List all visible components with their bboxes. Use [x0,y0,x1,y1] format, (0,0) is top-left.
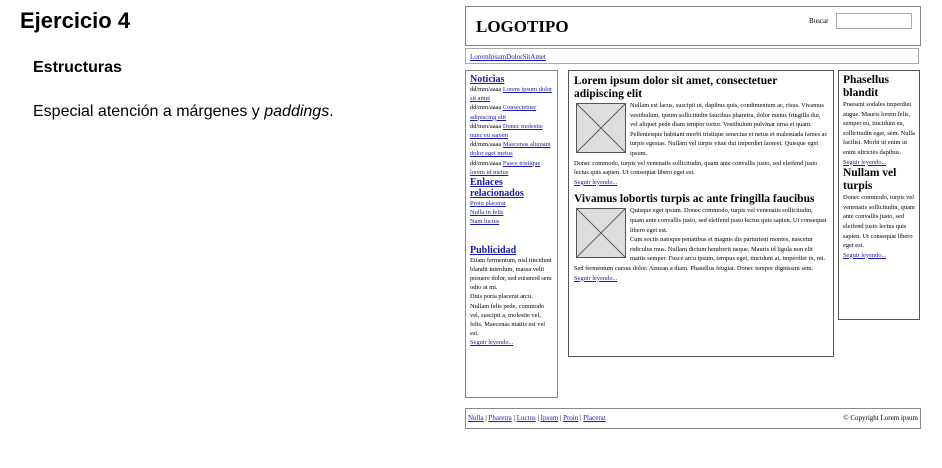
related-link[interactable]: Nam luctus [470,218,500,226]
footer-link[interactable]: Placerat [583,414,606,422]
article-text: Donec commodo, turpis vel venenatis soll… [574,159,818,177]
right-heading: Nullam vel turpis [843,167,897,193]
search-input[interactable] [836,13,912,29]
news-date: dd/mm/aaaa [470,104,502,112]
right-heading: Phasellus blandit [843,74,890,99]
exercise-title: Ejercicio 4 [20,8,131,33]
article-title: Lorem ipsum dolor sit amet, consectetuer… [574,75,778,100]
related-link[interactable]: Proin placerat [470,200,506,208]
footer-links: Nulla | Pharetra | Luctus | Ipsum | Proi… [468,414,606,422]
news-list: dd/mm/aaaa Lorem ipsum dolor sit amet dd… [470,85,553,177]
news-link[interactable]: Consectetuer adipiscing elit [470,104,537,121]
search-label: Buscar [809,17,829,25]
article: Vivamus lobortis turpis ac ante fringill… [574,193,828,283]
related-list: Proin placerat Nulla in felis Nam luctus [470,199,553,227]
site-header: LOGOTIPO Buscar [465,6,921,46]
news-heading[interactable]: Noticias [470,74,505,85]
note-emphasis: paddings [264,103,330,120]
news-link[interactable]: Maecenas aliquam dolor eget metus [470,141,551,158]
news-link[interactable]: Donec molestie nunc eu sapien [470,122,543,140]
right-read-more[interactable]: Seguir leyendo... [843,158,887,166]
site-footer: Nulla | Pharetra | Luctus | Ipsum | Proi… [465,408,921,429]
right-sidebar: Phasellus blandit Praesent sodales imper… [838,70,920,320]
news-date: dd/mm/aaaa [470,141,502,149]
main-content: Lorem ipsum dolor sit amet, consectetuer… [568,70,834,357]
news-link[interactable]: Lorem ipsum dolor sit amet [470,86,553,103]
article-text: Cum sociis natoque penatibus et magnis d… [630,236,826,263]
ad-read-more[interactable]: Seguir leyendo... [470,339,514,347]
footer-link[interactable]: Proin [563,414,579,422]
copyright: © Copyright Lorem ipsum [843,414,918,422]
ad-heading[interactable]: Publicidad [470,244,517,256]
site-logo: LOGOTIPO [476,17,569,36]
exercise-note: Especial atención a márgenes y paddings. [33,103,334,121]
image-placeholder-icon [576,103,626,153]
right-read-more[interactable]: Seguir leyendo... [843,251,887,259]
article-text: Quisque eget ipsum. Donec commodo, turpi… [630,207,827,234]
ad-text-2: Duis porta placerat arcu. Nullam felis p… [470,293,546,338]
image-placeholder-icon [576,208,626,259]
related-heading[interactable]: Enlaces relacionados [470,177,524,200]
site-mockup: LOGOTIPO Buscar LoremIpsumDolorSitAmet N… [465,6,921,431]
news-link[interactable]: Fusce tristique lorem id metus [470,159,541,176]
top-nav: LoremIpsumDolorSitAmet [465,48,919,64]
related-link[interactable]: Nulla in felis [470,209,504,217]
article-text: Sed fermentum cursus dolor. Aenean a dia… [574,264,814,272]
footer-link[interactable]: Pharetra [488,414,512,422]
article: Lorem ipsum dolor sit amet, consectetuer… [574,75,828,187]
article-title: Vivamus lobortis turpis ac ante fringill… [574,193,815,206]
right-text: Donec commodo, turpis vel venenatis soll… [843,194,915,250]
note-text: Especial atención a márgenes y [33,103,265,120]
ad-text: Etiam fermentum, nisl tincidunt blandit … [470,256,552,292]
news-date: dd/mm/aaaa [470,122,502,130]
right-text: Praesent sodales imperdiet augue. Mauris… [843,101,915,156]
footer-link[interactable]: Nulla [468,414,484,422]
article-text: Nullam est lacus, suscipit ut, dapibus q… [630,102,828,157]
article-read-more[interactable]: Seguir leyendo... [574,274,618,282]
footer-link[interactable]: Ipsum [540,414,559,422]
news-date: dd/mm/aaaa [470,159,502,167]
article-read-more[interactable]: Seguir leyendo... [574,178,618,186]
footer-link[interactable]: Luctus [516,414,536,422]
left-sidebar: Noticias dd/mm/aaaa Lorem ipsum dolor si… [465,70,558,398]
news-date: dd/mm/aaaa [470,86,502,93]
note-end: . [329,103,334,120]
exercise-subtitle: Estructuras [33,59,122,76]
nav-link[interactable]: LoremIpsumDolorSitAmet [470,53,546,61]
